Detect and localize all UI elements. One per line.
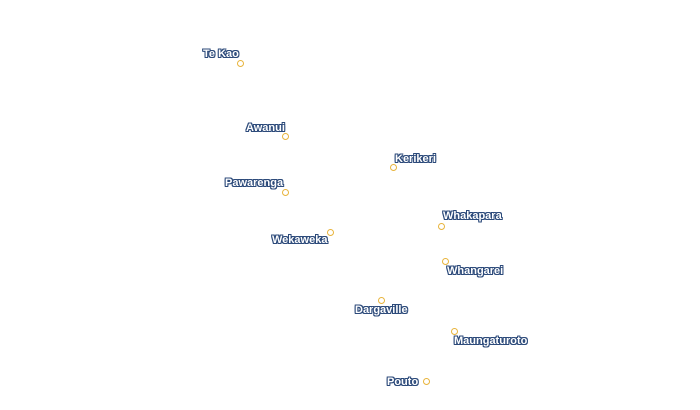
place-marker-kerikeri[interactable] [390,164,397,171]
place-label-pawarenga: Pawarenga [225,177,284,189]
place-marker-pouto[interactable] [423,378,430,385]
place-marker-te-kao[interactable] [237,60,244,67]
place-marker-awanui[interactable] [282,133,289,140]
place-label-whakapara: Whakapara [443,210,502,222]
place-marker-maungaturoto[interactable] [451,328,458,335]
place-label-awanui: Awanui [246,122,285,134]
place-label-dargaville: Dargaville [355,304,408,316]
place-marker-whakapara[interactable] [438,223,445,230]
place-marker-whangarei[interactable] [442,258,449,265]
place-marker-pawarenga[interactable] [282,189,289,196]
place-label-wekaweka: Wekaweka [272,234,328,246]
place-label-pouto: Pouto [387,376,419,388]
place-label-kerikeri: Kerikeri [395,153,436,165]
place-label-te-kao: Te Kao [203,48,239,60]
place-label-whangarei: Whangarei [447,265,504,277]
place-marker-wekaweka[interactable] [327,229,334,236]
place-marker-dargaville[interactable] [378,297,385,304]
place-label-maungaturoto: Maungaturoto [454,335,528,347]
